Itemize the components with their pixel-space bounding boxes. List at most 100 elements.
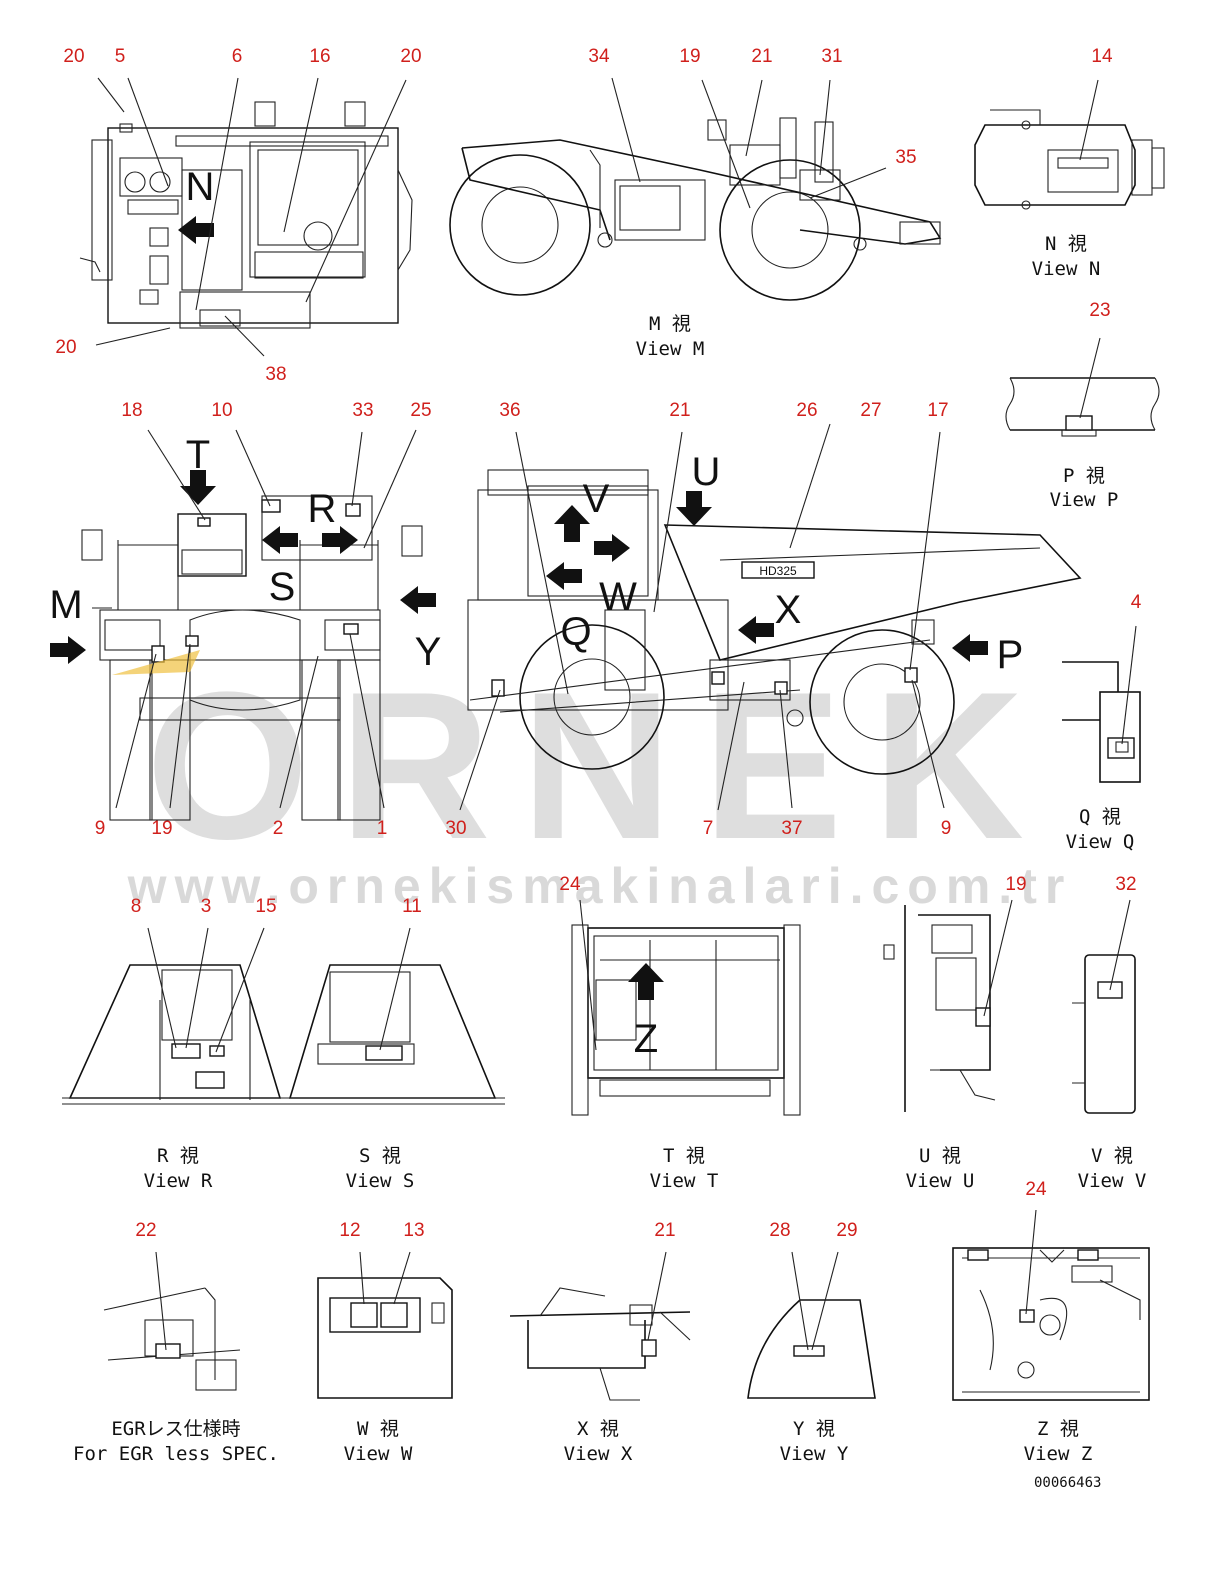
callout-number: 33 [352,400,373,421]
callout-number: 20 [63,46,84,67]
direction-letter-t: T [186,433,210,477]
callout-number: 27 [860,400,881,421]
callout-leaders [95,77,1137,1351]
callout-number: 19 [679,46,700,67]
arrow-right-icon [594,534,630,562]
callout-number: 21 [751,46,772,67]
callout-number: 31 [821,46,842,67]
watermark: ORNEK www.ornekismakinalari.com.tr [127,648,1073,914]
callout-number: 3 [201,896,212,917]
callout-numbers: 20 5 6 16 20 20 38 34 19 21 31 35 14 23 … [55,46,1141,1241]
callout-number: 5 [115,46,126,67]
view-caption-jp: Q 視 [1079,806,1121,828]
view-w-drawing [317,1277,453,1399]
view-s-drawing [286,964,505,1105]
callout-number: 19 [1005,874,1026,895]
view-r-drawing [62,964,290,1105]
view-caption-en: View Q [1066,831,1135,853]
callout-number: 6 [232,46,243,67]
callout-number: 34 [588,46,610,67]
direction-letter-u: U [692,450,721,494]
callout-number: 1 [377,818,388,839]
callout-number: 17 [927,400,948,421]
callout-number: 16 [309,46,330,67]
direction-letter-z: Z [634,1017,658,1061]
arrow-right-icon [322,526,358,554]
truck-main-side-view: HD325 [467,469,1082,775]
direction-letter-n: N [186,165,215,209]
callout-number: 15 [255,896,276,917]
callout-number: 37 [781,818,802,839]
cab-top-view [79,101,413,329]
view-caption-jp: V 視 [1091,1145,1133,1167]
callout-number: 2 [273,818,284,839]
view-caption-en: View W [344,1443,413,1465]
view-caption-jp: P 視 [1063,465,1105,487]
arrow-up-icon [554,505,590,542]
direction-letter-y: Y [415,630,442,674]
view-caption-jp: Z 視 [1037,1418,1079,1440]
callout-number: 38 [265,364,286,385]
arrow-down-icon [180,470,216,505]
view-q-drawing [1062,661,1141,783]
callout-number: 30 [445,818,466,839]
view-caption-jp: W 視 [357,1418,399,1440]
view-t-drawing [571,924,801,1116]
view-caption-en: View X [564,1443,633,1465]
callout-number: 21 [654,1220,675,1241]
callout-number: 24 [559,874,581,895]
arrow-right-icon [50,636,86,664]
callout-number: 4 [1131,592,1142,613]
view-caption-en: For EGR less SPEC. [73,1443,279,1465]
view-caption-jp: U 視 [919,1145,961,1167]
view-v-drawing [1072,954,1136,1114]
view-caption-en: View R [144,1170,213,1192]
arrow-left-icon [546,562,582,590]
view-caption-jp: EGRレス仕様時 [111,1418,240,1440]
callout-number: 29 [836,1220,857,1241]
callout-number: 25 [410,400,431,421]
callout-number: 28 [769,1220,790,1241]
arrow-left-icon [262,526,298,554]
watermark-brand: ORNEK [146,648,1054,883]
arrow-left-icon [952,634,988,662]
callout-number: 10 [211,400,232,421]
direction-letter-s: S [269,565,296,609]
view-caption-en: View U [906,1170,975,1192]
callout-number: 8 [131,896,142,917]
view-z-drawing [952,1247,1150,1401]
callout-number: 35 [895,147,916,168]
arrow-up-icon [628,963,664,1000]
view-caption-en: View Z [1024,1443,1093,1465]
direction-letter-p: P [997,633,1024,677]
view-caption-jp: X 視 [577,1418,619,1440]
truck-side-view-m [449,117,942,301]
callout-number: 26 [796,400,817,421]
arrow-left-icon [738,616,774,644]
view-y-drawing [747,1299,876,1399]
view-caption-en: View M [636,338,705,360]
callout-number: 20 [400,46,421,67]
view-caption-en: View P [1050,489,1119,511]
view-caption-en: View Y [780,1443,849,1465]
callout-number: 9 [95,818,106,839]
callout-number: 14 [1091,46,1113,67]
callout-number: 21 [669,400,690,421]
direction-letter-r: R [308,487,337,531]
direction-letter-v: V [583,477,610,521]
callout-number: 20 [55,337,76,358]
view-caption-jp: R 視 [157,1145,199,1167]
callout-number: 11 [402,896,422,917]
callout-number: 12 [339,1220,360,1241]
view-caption-jp: T 視 [663,1145,705,1167]
truck-rear-view [81,495,423,821]
view-caption-jp: M 視 [649,313,691,335]
view-caption-jp: N 視 [1045,233,1087,255]
view-caption-en: View V [1078,1170,1147,1192]
callout-number: 22 [135,1220,156,1241]
direction-letter-x: X [775,588,802,632]
view-caption-jp: Y 視 [793,1418,835,1440]
direction-letter-m: M [49,583,82,627]
watermark-url: www.ornekismakinalari.com.tr [127,858,1073,914]
callout-number: 23 [1089,300,1110,321]
